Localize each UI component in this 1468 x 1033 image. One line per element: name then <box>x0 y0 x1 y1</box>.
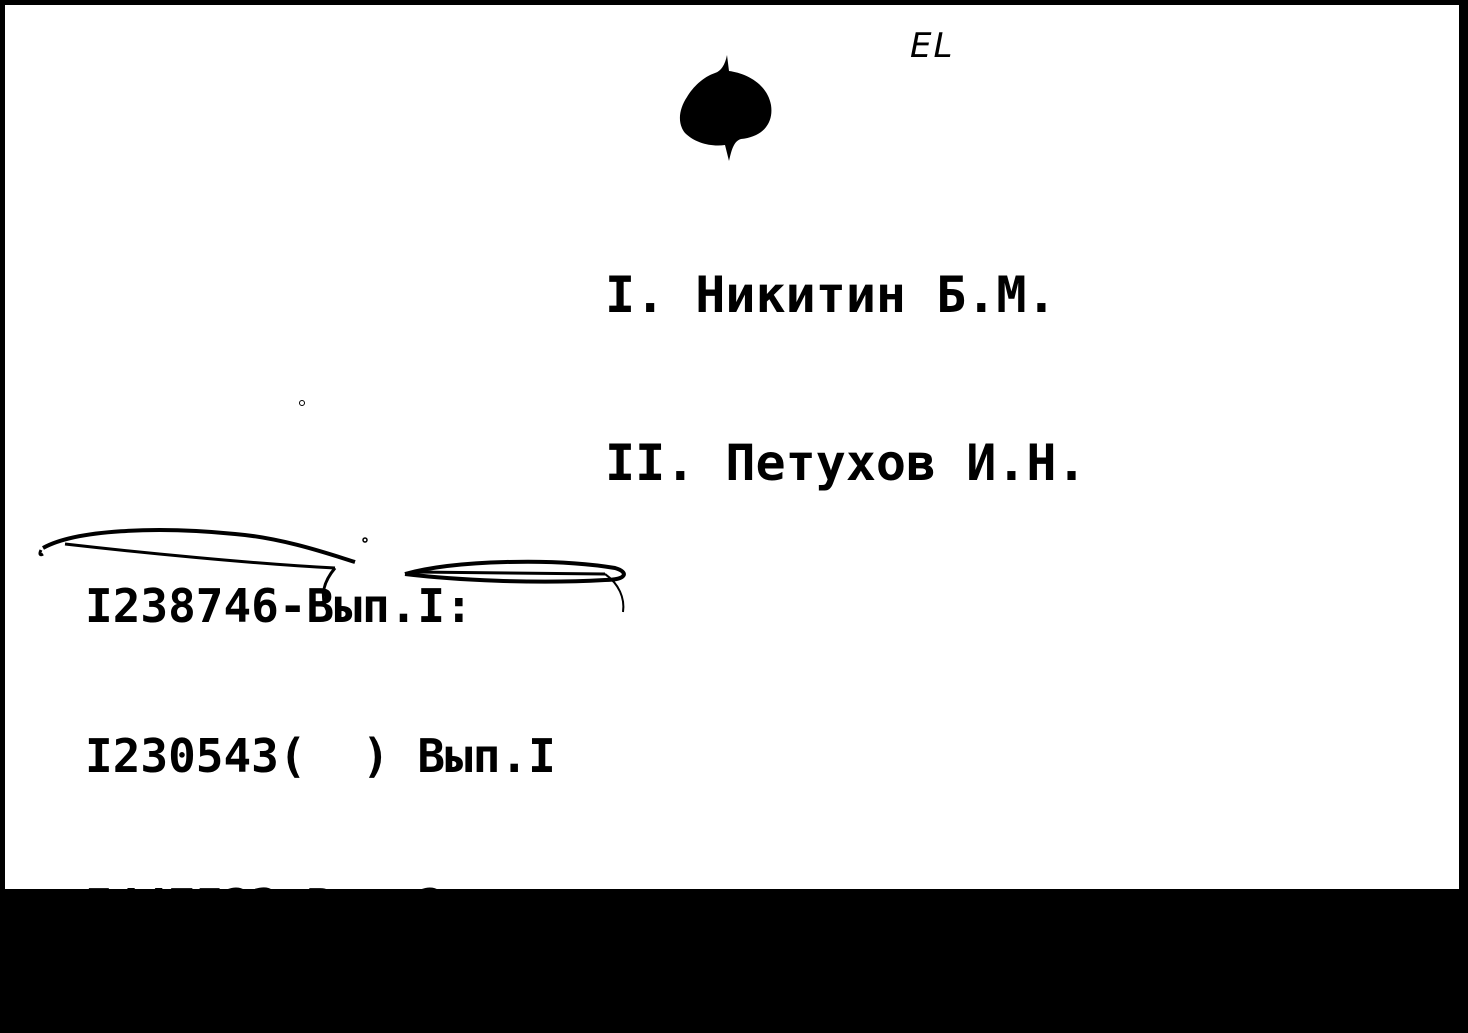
index-card: EL I. Никитин Б.М. II. Петухов И.Н. I238… <box>3 3 1461 931</box>
ink-blot <box>679 55 772 161</box>
author-entry-2: II. Петухов И.Н. <box>605 434 1087 492</box>
handwritten-note: EL <box>910 26 955 66</box>
author-list: I. Никитин Б.М. II. Петухов И.Н. <box>605 155 1087 603</box>
strikethrough-scribble <box>38 528 626 613</box>
ink-speck <box>299 400 305 406</box>
inventory-code-3: I447I23-Вып.2 <box>85 879 446 933</box>
inventory-code-1: I238746-Вып.I: <box>85 579 473 633</box>
author-entry-1: I. Никитин Б.М. <box>605 266 1057 324</box>
inventory-code-2-struck: I230543( ) Вып.I <box>85 729 556 783</box>
